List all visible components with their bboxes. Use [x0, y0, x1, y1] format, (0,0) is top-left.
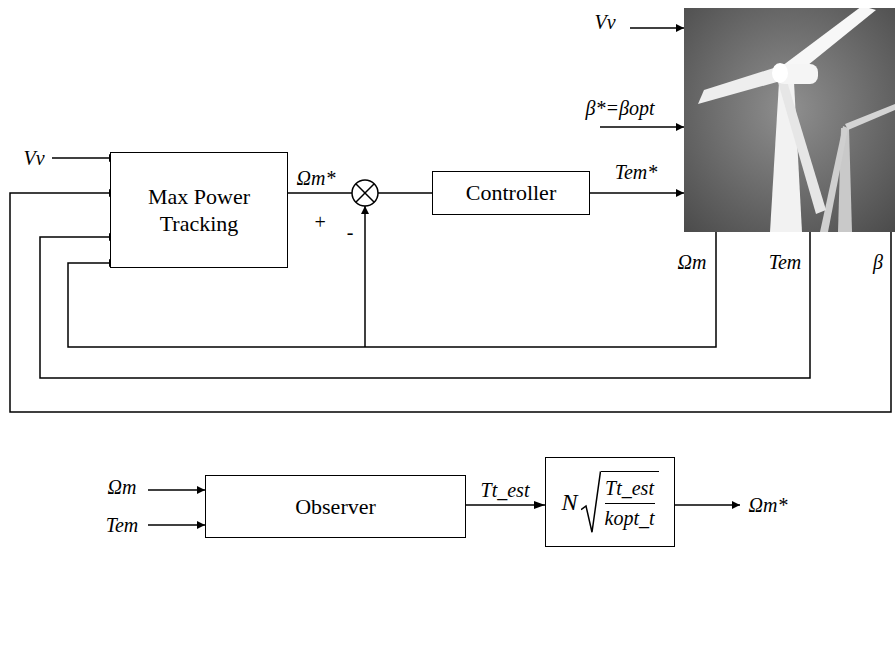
formula-symbol: N	[561, 487, 577, 517]
process-box: Observer	[205, 475, 466, 538]
edge-label: Ωm*	[296, 166, 337, 190]
radical-stroke	[581, 471, 601, 532]
connector-line	[288, 192, 432, 194]
signal-label: Ωm	[677, 250, 708, 274]
formula-box: N Tt_est kopt_t	[545, 457, 675, 547]
node-content: Controller	[466, 179, 556, 207]
signal-label: Vv	[593, 10, 616, 34]
node-text: Max Power Tracking	[111, 183, 287, 238]
square-root: Tt_est kopt_t	[581, 471, 659, 534]
signal-wires	[10, 28, 891, 525]
arrowhead	[534, 501, 545, 509]
fraction-bar	[605, 503, 655, 505]
node-text: Controller	[466, 179, 556, 207]
formula-numerator: Tt_est	[605, 476, 654, 501]
node-content: Max Power Tracking	[111, 183, 287, 238]
signal-label: Tem*	[614, 160, 659, 184]
signal-label: Ωm*	[748, 493, 789, 517]
signal-label: Ωm	[107, 475, 138, 499]
formula-denominator: kopt_t	[605, 506, 655, 531]
signal-label: +	[312, 210, 328, 234]
signal-label: Tem	[768, 250, 803, 274]
signal-label: Vv	[22, 146, 45, 170]
edge-label: Tt_est	[480, 478, 531, 502]
signal-label: β*=βopt	[585, 96, 656, 120]
radical-sign	[581, 471, 601, 534]
connector	[466, 501, 545, 509]
process-box: Controller	[432, 171, 590, 215]
summing-junction	[352, 180, 378, 206]
fraction: Tt_est kopt_t	[601, 471, 659, 534]
wind-turbine-photo	[684, 8, 895, 232]
process-box: Max Power Tracking	[110, 152, 288, 268]
signal-label: Tem	[105, 513, 140, 537]
connector	[288, 193, 432, 194]
signal-label: β	[872, 250, 884, 274]
node-content: Observer	[295, 493, 376, 521]
node-text: Observer	[295, 493, 376, 521]
signal-label: -	[346, 220, 355, 244]
connector-line	[466, 504, 545, 506]
node-content: N Tt_est kopt_t	[561, 471, 658, 534]
